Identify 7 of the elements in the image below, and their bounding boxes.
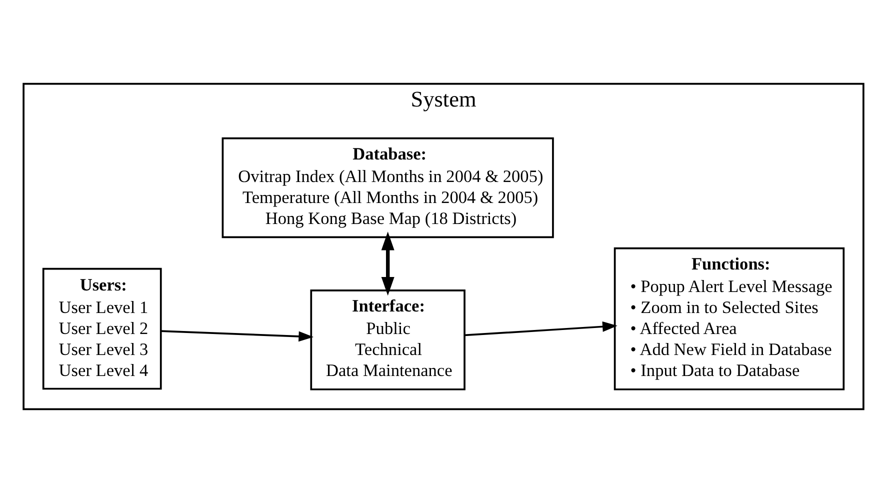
node-box: Database: Ovitrap Index (All Months in 2004 & 2005) Temperature (All Months in 2004 & 2005) Hong Kong Base Map (18 Districts) [222,136,554,238]
arrow [160,330,314,342]
node-box: Functions: • Popup Alert Level Message • Zoom in to Selected Sites • Affected Area • Add New Field in Database • Input Data to Database [614,246,845,390]
arrow [464,320,618,336]
node-box: Interface: Public Technical Data Maintenance [310,288,466,390]
arrow [381,231,394,296]
node-box: Users: User Level 1 User Level 2 User Level 3 User Level 4 [42,267,162,390]
